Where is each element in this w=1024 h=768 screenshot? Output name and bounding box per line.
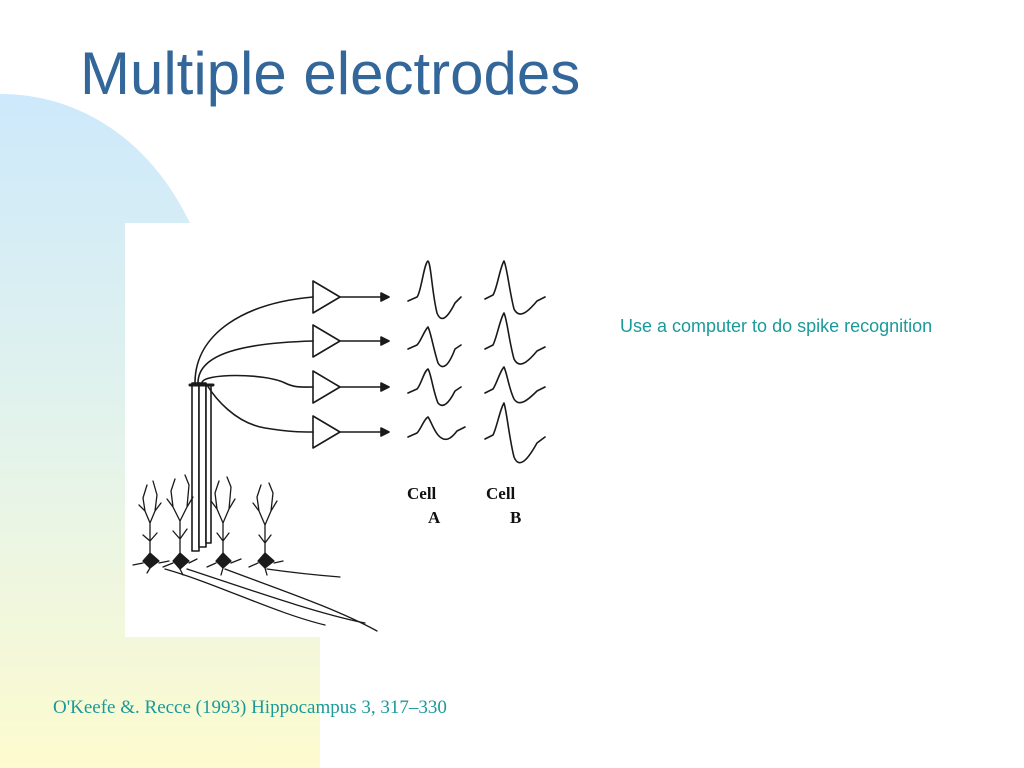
electrode-wires <box>194 296 314 433</box>
waveforms-cell-b <box>484 260 546 464</box>
citation: O'Keefe &. Recce (1993) Hippocampus 3, 3… <box>53 697 447 718</box>
cell-a-label-line1: Cell <box>407 484 437 503</box>
slide-title: Multiple electrodes <box>80 40 581 107</box>
amplifier-icon <box>312 280 341 449</box>
signal-arrows <box>339 292 390 437</box>
cell-b-label-line1: Cell <box>486 484 516 503</box>
waveforms-cell-a <box>407 260 466 441</box>
electrode-figure: Cell A Cell B <box>125 223 568 637</box>
electrode-bundle <box>188 382 215 552</box>
cell-b-label-line2: B <box>510 508 521 527</box>
cell-a-label-line2: A <box>428 508 441 527</box>
neuron-drawing <box>132 474 378 632</box>
body-text: Use a computer to do spike recognition <box>620 316 933 336</box>
